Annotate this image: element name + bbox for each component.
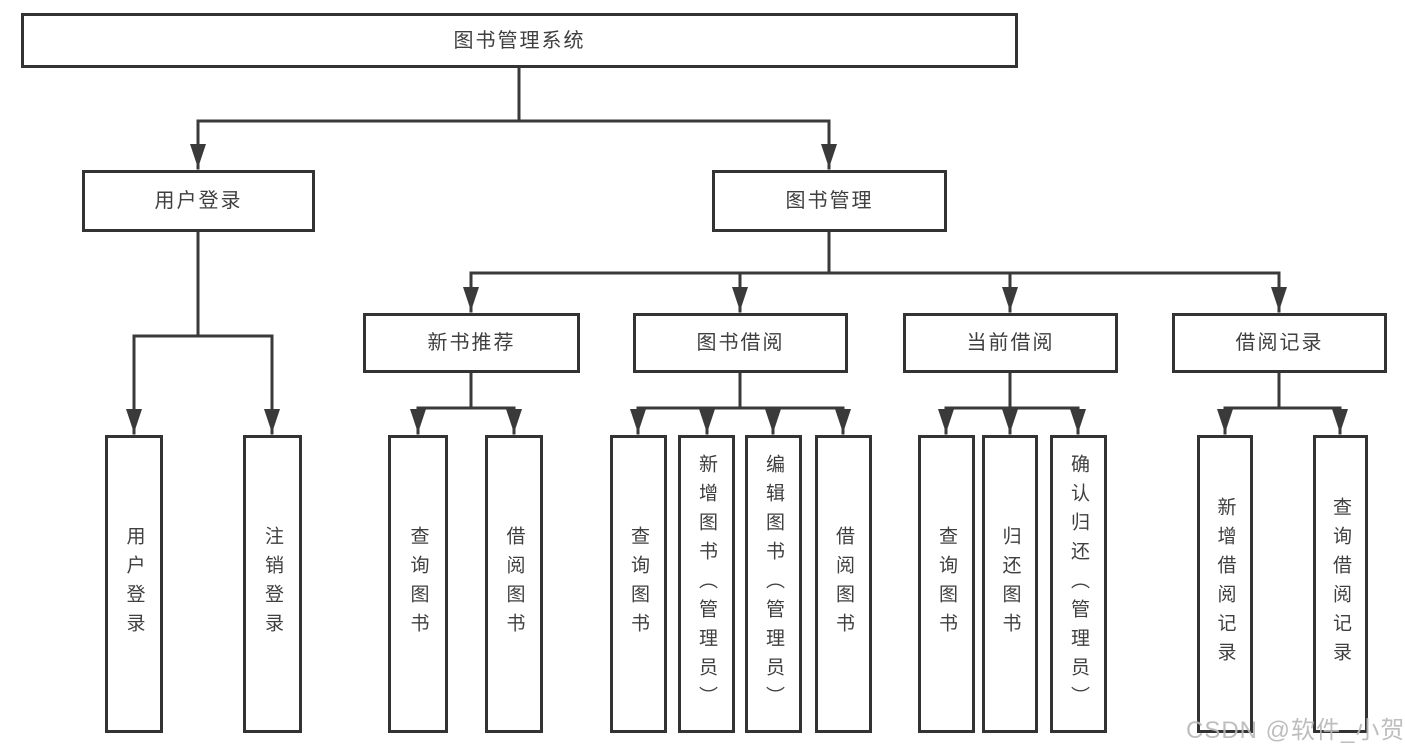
leaf-query-borrowing-record: 查询借阅记录 bbox=[1313, 435, 1368, 733]
node-user-login: 用户登录 bbox=[82, 170, 315, 232]
leaf-borrow-books-recommend: 借阅图书 bbox=[485, 435, 543, 733]
leaf-borrow-books-borrowing: 借阅图书 bbox=[815, 435, 872, 733]
leaf-query-books-borrowing: 查询图书 bbox=[610, 435, 667, 733]
node-new-book-recommend: 新书推荐 bbox=[363, 313, 580, 373]
leaf-logout: 注销登录 bbox=[243, 435, 302, 733]
leaf-add-borrowing-record: 新增借阅记录 bbox=[1197, 435, 1253, 733]
leaf-edit-books-admin: 编辑图书（管理员） bbox=[745, 435, 802, 733]
node-book-management: 图书管理 bbox=[712, 170, 947, 232]
node-book-borrowing: 图书借阅 bbox=[633, 313, 848, 373]
node-system-title: 图书管理系统 bbox=[21, 13, 1018, 68]
node-current-borrowing: 当前借阅 bbox=[903, 313, 1118, 373]
leaf-user-login: 用户登录 bbox=[105, 435, 163, 733]
leaf-query-books-current: 查询图书 bbox=[918, 435, 975, 733]
leaf-add-books-admin: 新增图书（管理员） bbox=[678, 435, 735, 733]
leaf-query-books-recommend: 查询图书 bbox=[388, 435, 448, 733]
leaf-return-books: 归还图书 bbox=[982, 435, 1038, 733]
leaf-confirm-return-admin: 确认归还（管理员） bbox=[1050, 435, 1107, 733]
node-borrowing-records: 借阅记录 bbox=[1172, 313, 1387, 373]
csdn-watermark: CSDN @软件_小贺同学 bbox=[1186, 717, 1405, 744]
